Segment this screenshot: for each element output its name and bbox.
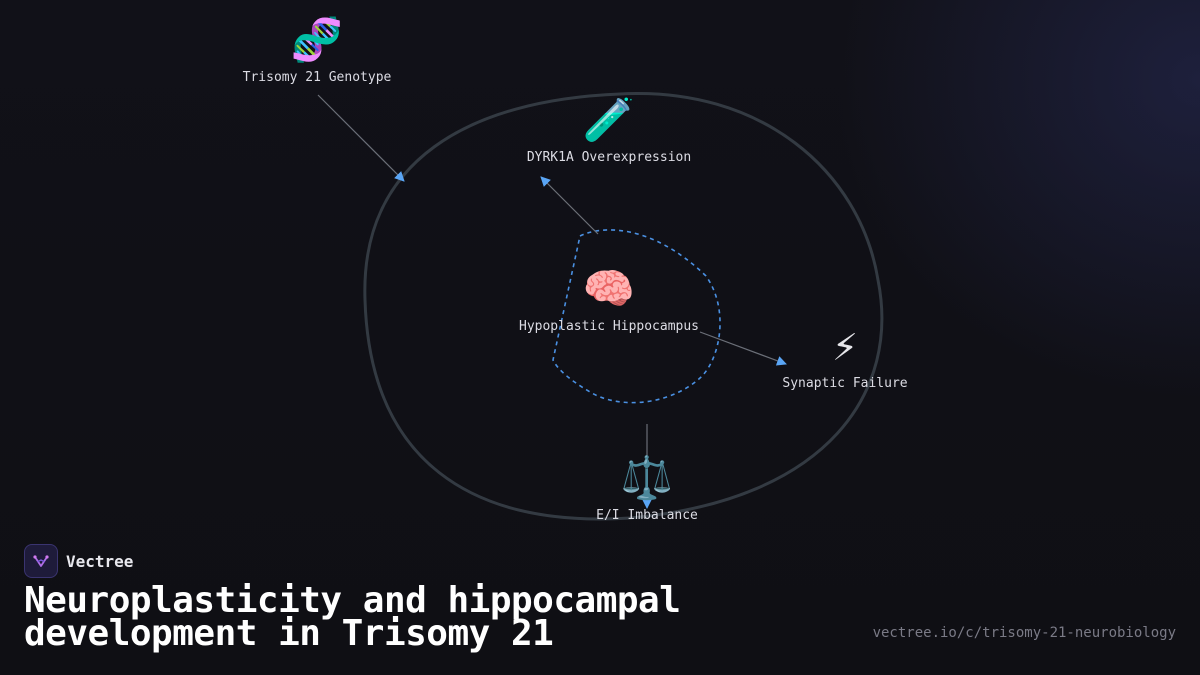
lightning-icon: ⚡ xyxy=(832,321,858,370)
brand[interactable]: Vectree xyxy=(24,544,133,578)
vectree-logo-icon xyxy=(24,544,58,578)
node-ei-imbalance: ⚖️ E/I Imbalance xyxy=(596,453,698,524)
scales-icon: ⚖️ xyxy=(620,453,674,502)
dna-icon: 🧬 xyxy=(290,15,344,64)
inner-boundary xyxy=(552,229,721,404)
node-label: E/I Imbalance xyxy=(596,508,698,523)
edge-inner-to-dyrk1a xyxy=(540,176,599,235)
node-trisomy-21-genotype: 🧬 Trisomy 21 Genotype xyxy=(242,15,392,86)
node-synaptic-failure: ⚡ Synaptic Failure xyxy=(782,321,908,392)
page-url[interactable]: vectree.io/c/trisomy-21-neurobiology xyxy=(872,625,1176,641)
node-label: DYRK1A Overexpression xyxy=(526,150,692,165)
node-dyrk1a-overexpression: 🧪 DYRK1A Overexpression xyxy=(526,95,692,166)
node-hypoplastic-hippocampus: 🧠 Hypoplastic Hippocampus xyxy=(518,264,700,335)
brain-icon: 🧠 xyxy=(582,264,636,313)
outer-boundary xyxy=(363,91,884,521)
page-title: Neuroplasticity and hippocampal developm… xyxy=(24,580,681,654)
edge-inner-to-synaptic xyxy=(699,331,787,366)
edge-genotype-to-outer xyxy=(317,94,405,182)
test-tube-icon: 🧪 xyxy=(582,95,636,144)
node-label: Hypoplastic Hippocampus xyxy=(518,319,700,334)
node-label: Trisomy 21 Genotype xyxy=(242,70,392,85)
node-label: Synaptic Failure xyxy=(782,376,908,391)
brand-name: Vectree xyxy=(66,551,134,571)
